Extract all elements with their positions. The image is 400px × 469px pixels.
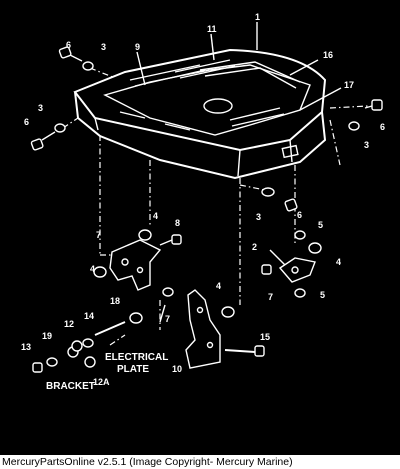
callout-9: 9 — [135, 42, 140, 52]
callout-2: 2 — [252, 242, 257, 252]
callout-labels: 1 2 3 3 3 3 4 4 4 4 5 5 6 6 6 6 7 7 7 8 … — [21, 12, 385, 387]
callout-12: 12 — [64, 319, 74, 329]
bracket-hardware — [32, 312, 143, 373]
callout-5-a: 5 — [318, 220, 323, 230]
caption-plate: PLATE — [117, 364, 149, 375]
callout-7-c: 7 — [165, 314, 170, 324]
callout-11: 11 — [207, 24, 217, 34]
callout-6-right: 6 — [380, 122, 385, 132]
callout-3-upper: 3 — [101, 42, 106, 52]
callout-3-left: 3 — [38, 103, 43, 113]
bracket-left — [93, 229, 182, 291]
callout-3-right: 3 — [364, 140, 369, 150]
callout-16: 16 — [323, 50, 333, 60]
fasteners-top — [30, 46, 383, 212]
callout-6-lower: 6 — [297, 210, 302, 220]
captions: ELECTRICAL PLATE BRACKET — [46, 352, 168, 392]
callout-4-a: 4 — [153, 211, 158, 221]
callout-8: 8 — [175, 218, 180, 228]
callout-4-d: 4 — [216, 281, 221, 291]
callout-3-lower: 3 — [256, 212, 261, 222]
callout-5-b: 5 — [320, 290, 325, 300]
callout-14: 14 — [84, 311, 94, 321]
callout-6-upper: 6 — [66, 40, 71, 50]
leader-lines — [136, 22, 342, 323]
callout-12a: 12A — [93, 377, 110, 387]
copyright-footer: MercuryPartsOnline v2.5.1 (Image Copyrig… — [0, 455, 400, 469]
callout-19: 19 — [42, 331, 52, 341]
callout-15: 15 — [260, 332, 270, 342]
flywheel-cover — [73, 48, 327, 180]
callout-18: 18 — [110, 296, 120, 306]
callout-7-b: 7 — [268, 292, 273, 302]
bracket-right — [261, 230, 322, 298]
callout-6-left: 6 — [24, 117, 29, 127]
callout-4-c: 4 — [336, 257, 341, 267]
callout-1: 1 — [255, 12, 260, 22]
callout-7-a: 7 — [96, 230, 101, 240]
caption-electrical: ELECTRICAL — [105, 352, 168, 363]
callout-10: 10 — [172, 364, 182, 374]
caption-bracket: BRACKET — [46, 381, 95, 392]
callout-17: 17 — [344, 80, 354, 90]
callout-4-b: 4 — [90, 264, 95, 274]
callout-13: 13 — [21, 342, 31, 352]
exploded-parts-diagram: 1 2 3 3 3 3 4 4 4 4 5 5 6 6 6 6 7 7 7 8 … — [21, 12, 385, 392]
electrical-plate-assembly — [162, 287, 265, 369]
